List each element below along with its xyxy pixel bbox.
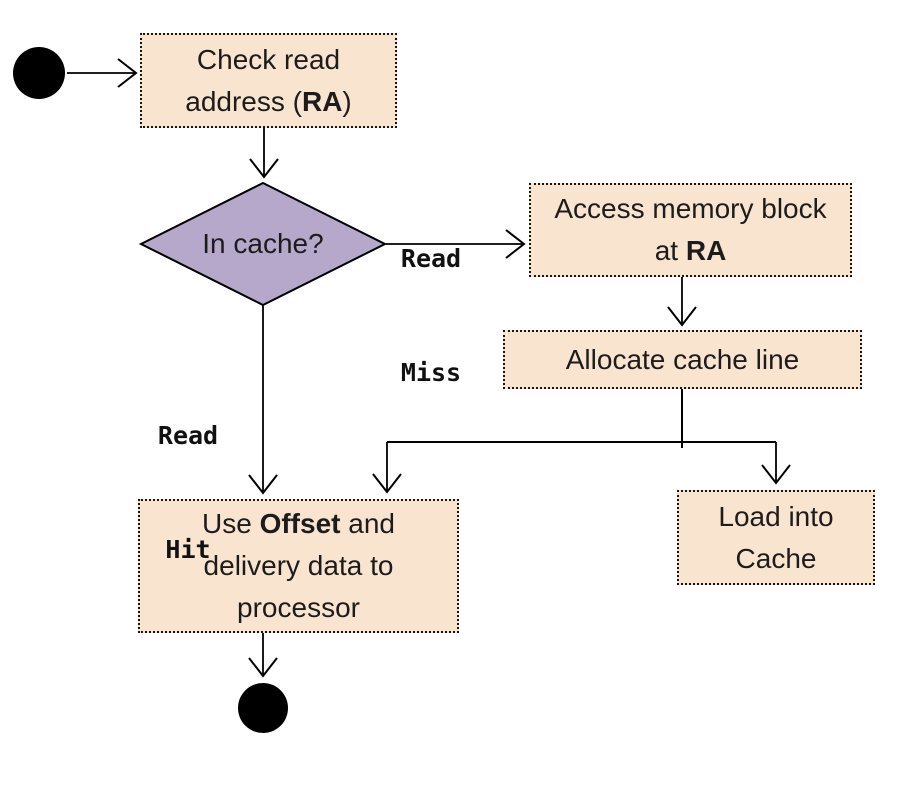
node-check-read-address: Check read address (RA) [140,33,397,128]
allocate-label: Allocate cache line [565,343,800,375]
decision-diamond [138,181,388,307]
node-access-memory-block: Access memory block at RA [529,183,852,277]
node-allocate-cache-line: Allocate cache line [503,330,862,389]
edge-label-read-miss: Read Miss [400,244,462,387]
end-terminal-node [238,683,288,733]
node-use-offset-deliver: Use Offset and delivery data to processo… [138,499,459,633]
node-load-into-cache: Load into Cache [677,490,875,585]
start-terminal-node [13,47,65,99]
offset-term: Offset [259,508,341,539]
edge-label-read-hit: Read Hit [157,421,219,564]
access-memory-line1: Access memory block [554,193,827,224]
read-address-abbrev: RA [685,235,727,266]
read-address-abbrev: RA [301,85,343,117]
check-read-line1: Check read [196,43,341,75]
